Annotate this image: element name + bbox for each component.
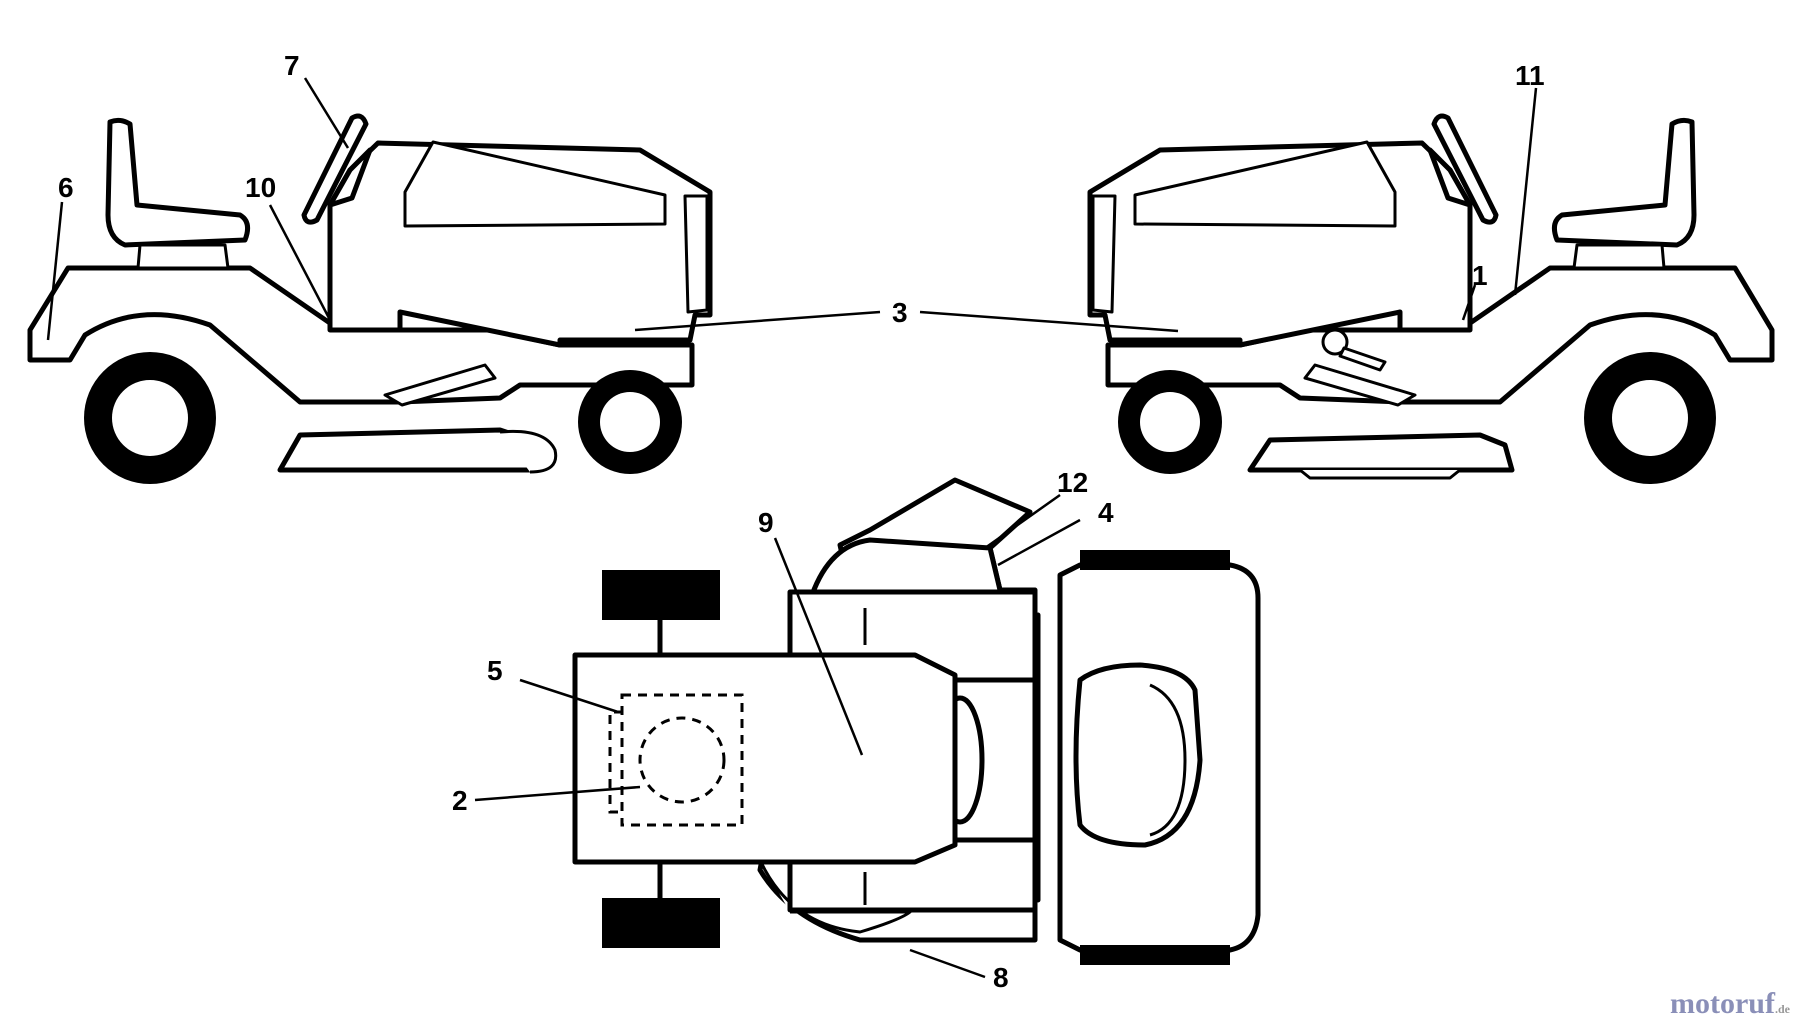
callout-2: 2 bbox=[452, 785, 468, 816]
right-lever bbox=[1338, 346, 1387, 372]
left-deck-chute bbox=[499, 429, 558, 474]
leader-3-left bbox=[634, 310, 881, 332]
top-front-tire-upper bbox=[602, 570, 720, 620]
leader-2 bbox=[474, 785, 641, 802]
top-dashed-fuel-cap bbox=[638, 716, 726, 804]
top-rear-tire-lower bbox=[1080, 945, 1230, 965]
top-seat-back bbox=[1149, 683, 1187, 837]
leader-5 bbox=[519, 678, 619, 714]
left-grille bbox=[683, 194, 709, 314]
right-mower-deck bbox=[1247, 432, 1515, 473]
right-lever-knob bbox=[1321, 328, 1349, 356]
callout-8: 8 bbox=[993, 962, 1009, 993]
callout-12: 12 bbox=[1057, 467, 1088, 498]
leader-8 bbox=[909, 948, 986, 979]
leader-9 bbox=[773, 537, 864, 756]
watermark: motoruf.de bbox=[1670, 987, 1790, 1021]
watermark-brand: motoruf bbox=[1670, 987, 1775, 1020]
callout-3: 3 bbox=[892, 297, 908, 328]
left-mower-deck bbox=[277, 427, 543, 473]
leader-7 bbox=[303, 77, 350, 149]
leader-4 bbox=[997, 518, 1081, 567]
left-seat bbox=[105, 117, 251, 248]
callout-labels: 1 2 3 4 5 6 7 8 9 10 11 12 bbox=[58, 50, 1545, 993]
top-deck-bottom bbox=[758, 859, 912, 934]
callout-9: 9 bbox=[758, 507, 774, 538]
leader-6 bbox=[46, 201, 64, 341]
leader-1 bbox=[1461, 284, 1477, 321]
top-hood bbox=[572, 652, 958, 865]
left-hood-panel bbox=[403, 140, 667, 228]
right-steering-wheel bbox=[1431, 113, 1499, 225]
top-front-tire-lower bbox=[602, 898, 720, 948]
right-seat bbox=[1551, 117, 1697, 248]
right-pedal bbox=[1303, 363, 1417, 407]
leader-lines bbox=[46, 77, 1538, 979]
watermark-suffix: .de bbox=[1775, 1002, 1790, 1016]
callout-7: 7 bbox=[284, 50, 300, 81]
right-front-hub bbox=[1140, 392, 1200, 452]
tractor-top-view bbox=[572, 477, 1261, 965]
right-steering-column bbox=[1427, 147, 1473, 208]
leader-3-right bbox=[919, 310, 1179, 333]
callout-5: 5 bbox=[487, 655, 503, 686]
left-rear-fender bbox=[27, 265, 695, 405]
left-steering-column bbox=[327, 147, 373, 208]
callout-1: 1 bbox=[1472, 260, 1488, 291]
right-rear-hub bbox=[1612, 380, 1688, 456]
callout-6: 6 bbox=[58, 172, 74, 203]
leader-12 bbox=[984, 493, 1061, 550]
right-deck-chute bbox=[1299, 468, 1461, 480]
top-rear-tire-upper bbox=[1080, 550, 1230, 570]
callout-10: 10 bbox=[245, 172, 276, 203]
leader-10 bbox=[268, 204, 332, 321]
callout-4: 4 bbox=[1098, 497, 1114, 528]
right-hood-panel bbox=[1133, 140, 1397, 228]
left-rear-hub bbox=[112, 380, 188, 456]
callout-11: 11 bbox=[1515, 60, 1545, 91]
left-front-hub bbox=[600, 392, 660, 452]
tractor-right-side-view bbox=[1087, 113, 1775, 484]
right-seat-base bbox=[1572, 243, 1666, 270]
leader-11 bbox=[1513, 87, 1538, 296]
left-seat-base bbox=[136, 243, 230, 270]
left-pedal bbox=[383, 363, 497, 407]
right-grille bbox=[1091, 194, 1117, 314]
tractor-left-side-view bbox=[27, 113, 713, 484]
top-dashed-label-area bbox=[620, 693, 744, 827]
left-steering-wheel bbox=[301, 113, 369, 225]
